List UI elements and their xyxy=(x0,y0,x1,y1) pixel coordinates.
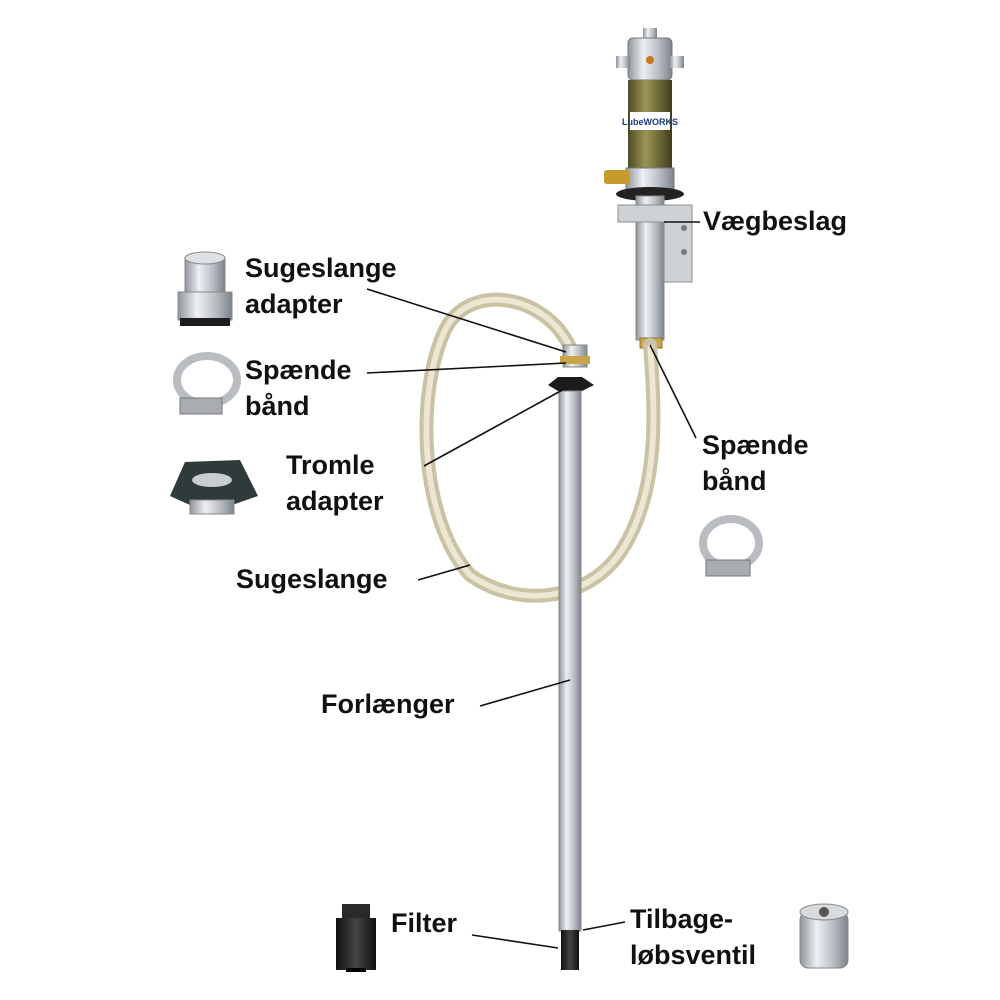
extension-tube xyxy=(558,390,582,970)
check-valve-label-line2: løbsventil xyxy=(630,940,757,970)
filter-part xyxy=(336,904,376,972)
clamp-right-label: Spænde bånd xyxy=(702,427,809,499)
drum-adapter-assembled xyxy=(548,377,594,391)
filter-label: Filter xyxy=(391,908,458,938)
drum-adapter-part xyxy=(170,460,258,515)
check-valve-part xyxy=(799,903,849,969)
clamp-right-label-line2: bånd xyxy=(702,466,767,496)
clamp-left-label: Spænde bånd xyxy=(245,352,352,424)
wall-bracket xyxy=(617,204,693,283)
suction-hose-adapter-label-line2: adapter xyxy=(245,289,343,319)
clamp-left-label-line2: bånd xyxy=(245,391,310,421)
suction-hose-label: Sugeslange xyxy=(236,564,388,594)
air-pump xyxy=(604,28,684,201)
suction-hose-adapter-label-line1: Sugeslange xyxy=(245,253,397,283)
wall-bracket-label: Vægbeslag xyxy=(703,206,848,236)
suction-hose-adapter-label: Sugeslange adapter xyxy=(245,250,397,322)
drum-adapter-label-line1: Tromle xyxy=(286,450,375,480)
check-valve-label: Tilbage- løbsventil xyxy=(630,901,756,973)
extension-label: Forlænger xyxy=(321,689,455,719)
hose-clamp-part-right xyxy=(699,515,763,577)
suction-hose-adapter-part xyxy=(177,251,233,326)
drum-adapter-label: Tromle adapter xyxy=(286,447,384,519)
clamp-left-label-line1: Spænde xyxy=(245,355,352,385)
brand-logo: LubeWORKS xyxy=(622,117,678,127)
leader-lines xyxy=(366,221,700,949)
hose-clamp-part-left xyxy=(173,352,241,415)
drum-adapter-label-line2: adapter xyxy=(286,486,384,516)
hose-clamp-assembled xyxy=(560,344,590,368)
clamp-right-label-line1: Spænde xyxy=(702,430,809,460)
check-valve-label-line1: Tilbage- xyxy=(630,904,734,934)
